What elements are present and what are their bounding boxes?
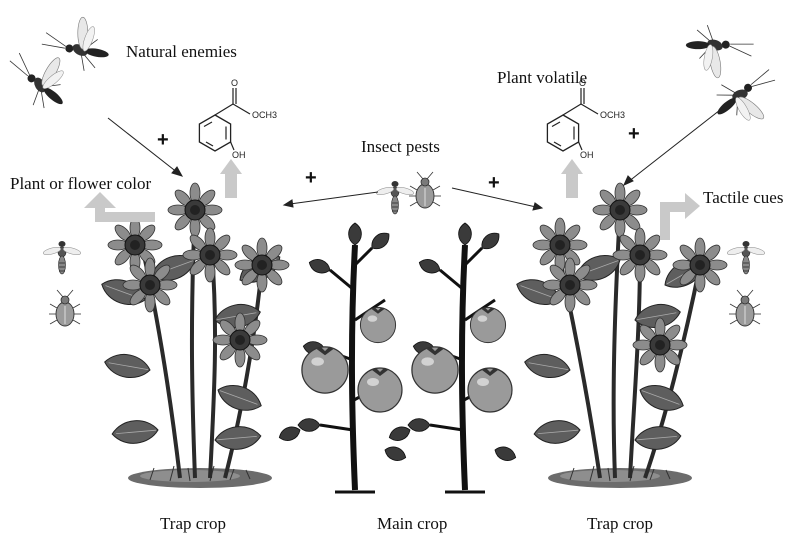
arrow-pests-to-left-crop — [289, 191, 379, 205]
pest-aphid-left-icon — [48, 289, 82, 327]
natural-enemy-wasp-icon-3 — [707, 66, 788, 136]
label-tactile-cues: Tactile cues — [703, 188, 784, 207]
pest-fly-left-icon — [42, 240, 82, 275]
gray-arrow-icon-tactile — [660, 193, 700, 240]
molecule-hydroxyl-label: OH — [580, 150, 594, 160]
plus-sign-pests-left: + — [305, 167, 317, 189]
gray-arrow-icon-color — [84, 192, 155, 222]
trap-crop-right-plant — [512, 182, 728, 489]
main-crop-tomato-plant-left — [276, 222, 409, 494]
plus-sign-enemies-left: + — [157, 129, 169, 151]
attraction-arrows — [107, 109, 721, 211]
label-insect-pests: Insect pests — [361, 137, 440, 156]
label-main-crop: Main crop — [377, 514, 448, 533]
methyl-salicylate-molecule-icon-right: O OCH3 OH — [546, 78, 625, 160]
gray-arrow-icon-volatile-right — [566, 172, 578, 198]
gray-arrow-icon-volatile-left — [225, 172, 237, 198]
insect-pest-aphid-icon — [408, 171, 442, 209]
main-crop-tomato-plant-right — [386, 222, 519, 494]
arrow-enemies-to-right-crop — [627, 109, 721, 183]
molecule-oxygen-label: O — [579, 78, 586, 88]
molecule-hydroxyl-label: OH — [232, 150, 246, 160]
molecule-ester-label: OCH3 — [600, 110, 625, 120]
arrow-enemies-to-left-crop — [107, 117, 179, 174]
methyl-salicylate-molecule-icon-left: O OCH3 OH — [198, 78, 277, 160]
label-trap-crop-right: Trap crop — [587, 514, 653, 533]
pest-fly-right-icon — [726, 240, 766, 275]
insect-pest-fly-icon — [375, 180, 415, 215]
label-plant-flower-color: Plant or flower color — [10, 174, 152, 193]
plus-sign-pests-right: + — [488, 172, 500, 194]
trap-crop-left-plant — [97, 182, 290, 489]
natural-enemy-wasp-icon-4 — [676, 19, 757, 89]
arrow-pests-to-right-crop — [451, 187, 537, 208]
gray-cue-arrows — [84, 159, 700, 240]
label-plant-volatile: Plant volatile — [497, 68, 588, 87]
molecule-ester-label: OCH3 — [252, 110, 277, 120]
plus-sign-enemies-right: + — [628, 123, 640, 145]
label-natural-enemies: Natural enemies — [126, 42, 237, 61]
molecule-oxygen-label: O — [231, 78, 238, 88]
label-trap-crop-left: Trap crop — [160, 514, 226, 533]
pest-aphid-right-icon — [728, 289, 762, 327]
